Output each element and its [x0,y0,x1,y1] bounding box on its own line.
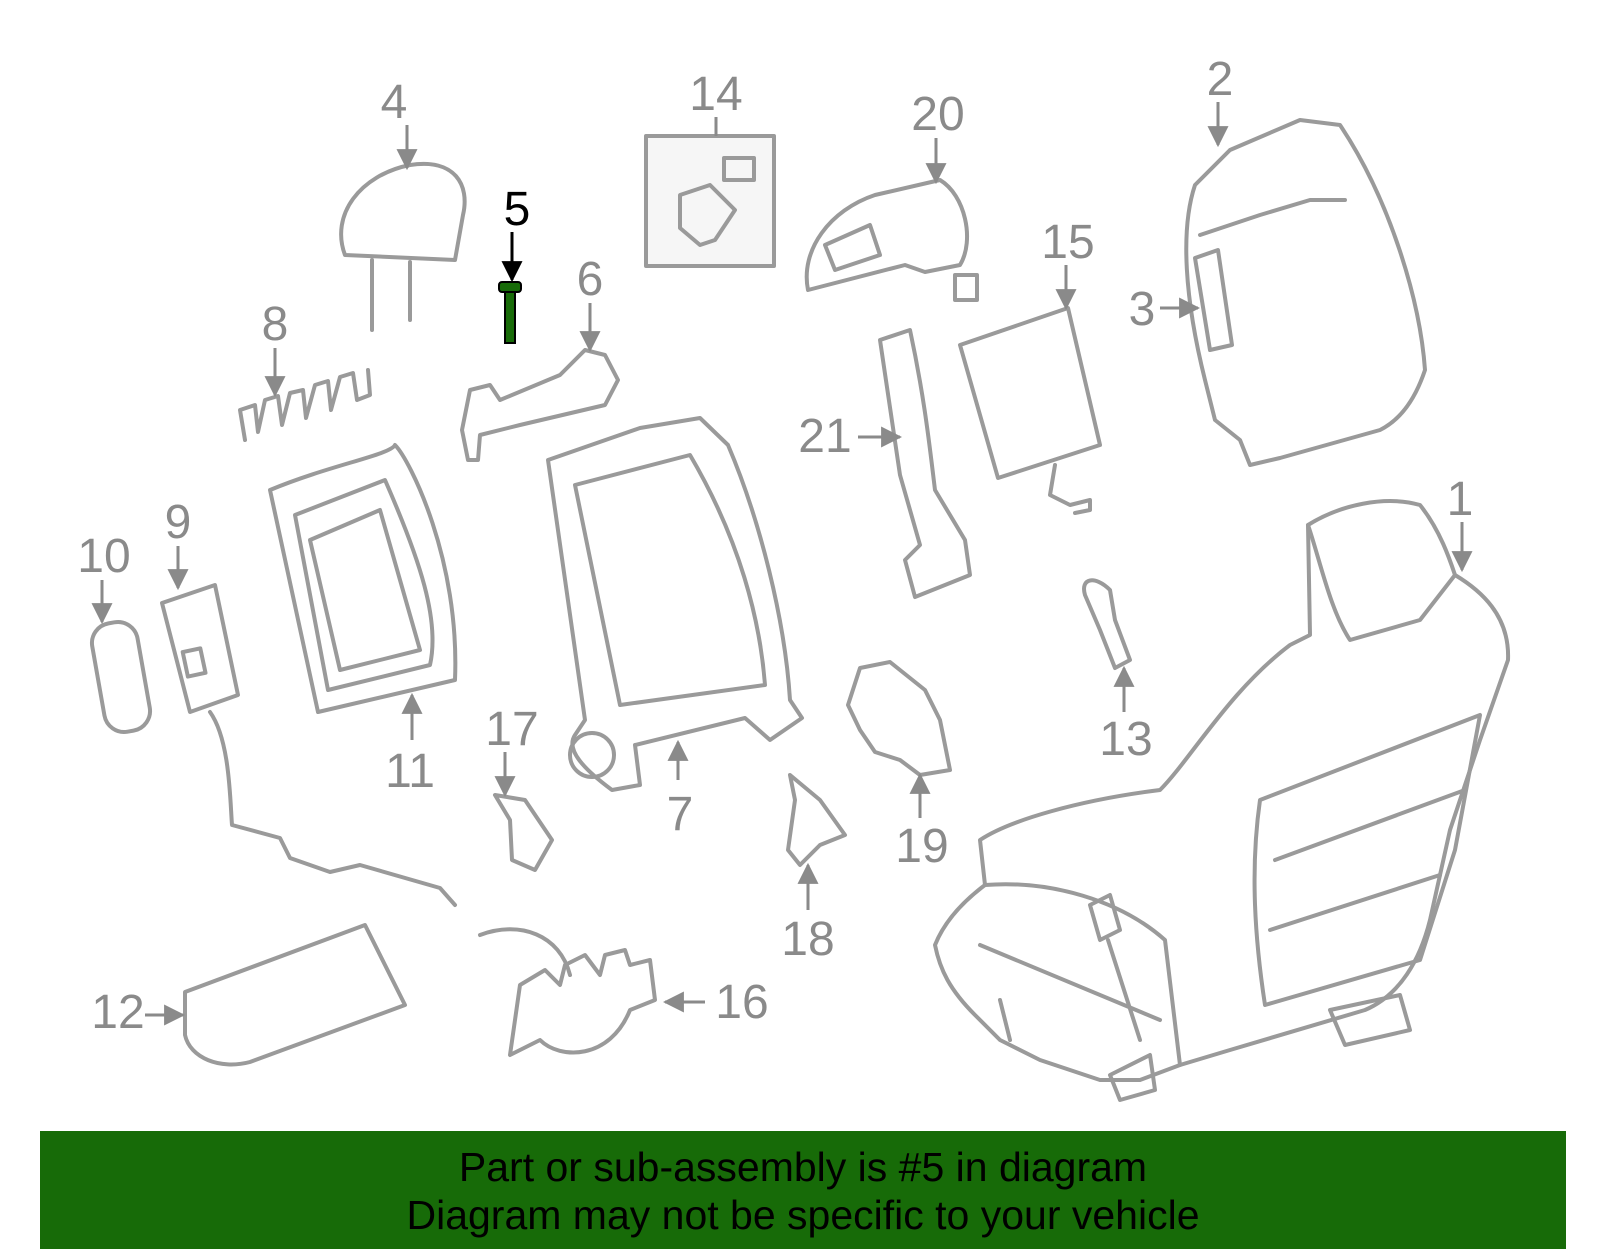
part-label-3: 3 [1129,283,1156,336]
part-8-spring[interactable]: 8 [238,298,372,442]
part-18-corner-trim[interactable]: 18 [781,773,847,966]
part-label-21: 21 [798,410,851,463]
part-21-side-trim[interactable]: 21 [798,328,972,599]
part-label-9: 9 [165,496,192,549]
part-label-5: 5 [504,183,531,236]
part-label-19: 19 [895,820,948,873]
part-label-6: 6 [577,253,604,306]
part-label-4: 4 [381,76,408,129]
part-label-20: 20 [911,88,964,141]
part-6-bracket[interactable]: 6 [460,253,620,462]
part-7-main-frame[interactable]: 7 [546,416,804,841]
part-11-seatback-frame[interactable]: 11 [268,443,458,798]
part-label-12: 12 [91,986,144,1039]
part-label-7: 7 [667,788,694,841]
part-15-pad[interactable]: 15 [958,216,1102,515]
part-16-lumbar[interactable]: 16 [478,927,769,1057]
banner-line-part: Part or sub-assembly is #5 in diagram [458,1144,1148,1190]
part-3-label[interactable]: 3 [1129,248,1234,352]
part-5-bolt[interactable]: 5 [498,183,531,344]
part-label-11: 11 [385,745,435,798]
part-10-tube[interactable]: 10 [77,530,153,735]
part-label-16: 16 [715,976,768,1029]
part-label-10: 10 [77,530,130,583]
part-1-seat-assembly[interactable]: 1 [933,473,1511,1102]
part-label-18: 18 [781,913,834,966]
part-20-recliner[interactable]: 20 [804,88,979,302]
part-12-cover-panel[interactable]: 12 [91,923,407,1067]
part-19-shield[interactable]: 19 [846,660,952,873]
part-4-headrest[interactable]: 4 [339,76,467,332]
part-14-kit[interactable]: 14 [644,68,776,268]
part-13-lever[interactable]: 13 [1082,578,1153,766]
part-label-17: 17 [485,703,538,756]
part-label-2: 2 [1207,53,1234,106]
part-label-8: 8 [262,298,289,351]
banner-line-disclaimer: Diagram may not be specific to your vehi… [406,1192,1200,1238]
part-label-15: 15 [1041,216,1094,269]
part-2-seatback-cover[interactable]: 2 [1184,53,1427,467]
part-label-13: 13 [1099,713,1152,766]
part-17-small-bracket[interactable]: 17 [485,703,554,872]
part-9-airbag-module[interactable]: 9 [160,496,457,907]
info-banner: Part or sub-assembly is #5 in diagram Di… [40,1131,1566,1249]
part-label-14: 14 [689,68,742,121]
part-label-1: 1 [1447,473,1474,526]
